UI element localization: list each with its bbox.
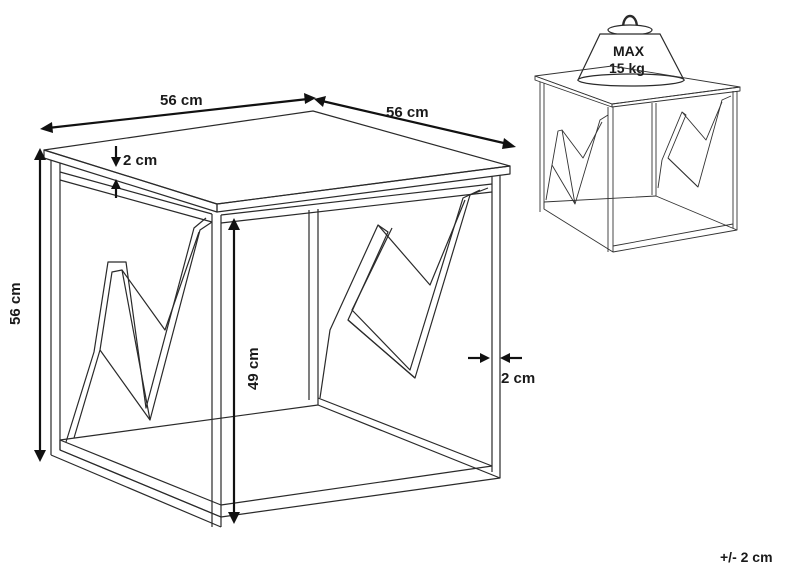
- right-side-zigzag: [319, 187, 489, 399]
- top-thickness-arrows: [111, 146, 121, 198]
- depth-arrow: [314, 96, 516, 149]
- width-arrow: [40, 93, 316, 133]
- back-post: [308, 209, 319, 405]
- table-top: [43, 110, 511, 213]
- frame-thickness-label: 2 cm: [501, 370, 535, 387]
- front-right-post: [491, 175, 501, 478]
- weight-icon: [577, 14, 685, 87]
- height-arrow: [34, 148, 46, 462]
- bottom-shelf: [59, 397, 501, 518]
- top-rails: [59, 171, 493, 224]
- inner-height-label: 49 cm: [245, 347, 262, 390]
- top-thickness-label: 2 cm: [123, 152, 157, 169]
- small-table-drawing: [534, 65, 741, 253]
- tolerance-label: +/- 2 cm: [720, 549, 773, 565]
- width-label: 56 cm: [160, 92, 203, 109]
- depth-label: 56 cm: [386, 104, 429, 121]
- frame-thickness-arrows: [468, 353, 522, 363]
- left-side-zigzag: [65, 217, 213, 443]
- front-corner-post: [211, 214, 222, 527]
- inner-height-arrow: [228, 218, 240, 524]
- weight-max-label: MAX: [613, 43, 645, 59]
- main-table-drawing: [43, 110, 511, 528]
- height-label: 56 cm: [7, 282, 24, 325]
